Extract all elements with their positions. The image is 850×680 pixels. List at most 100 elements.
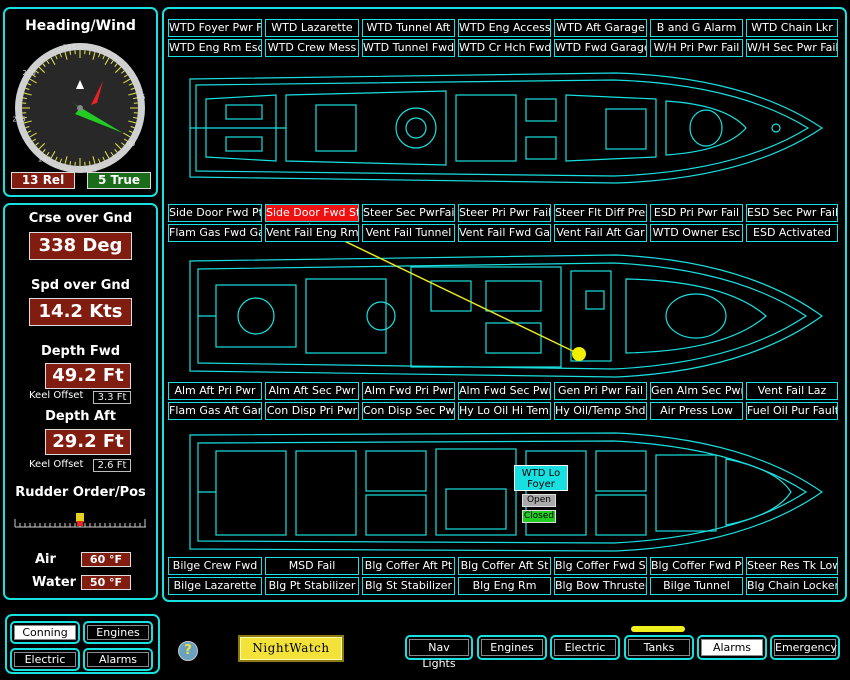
alarm-button[interactable]: MSD Fail <box>265 557 359 575</box>
alarm-button[interactable]: Steer Pri Pwr Fail <box>458 204 551 222</box>
alarm-button[interactable]: Bilge Crew Fwd <box>168 557 262 575</box>
alarm-button[interactable]: WTD Tunnel Aft <box>362 19 455 37</box>
compass-label: 315 <box>63 43 76 51</box>
alarm-button[interactable]: WTD Lazarette <box>265 19 359 37</box>
bottom-nav-button[interactable]: Tanks <box>624 635 694 660</box>
alarm-button[interactable]: Con Disp Pri Pwr <box>265 402 359 420</box>
alarm-button[interactable]: Con Disp Sec Pwr <box>362 402 455 420</box>
alarm-button[interactable]: Alm Aft Sec Pwr <box>265 382 359 400</box>
alarm-button[interactable]: Blg Chain Locker <box>746 577 838 595</box>
left-nav-button-label: Electric <box>14 652 76 667</box>
rudder-gauge <box>14 513 146 528</box>
true-wind-value: 5 True <box>87 172 151 189</box>
bottom-nav-button-label: Tanks <box>628 639 690 656</box>
upper-deck-plan <box>189 72 824 184</box>
alarm-button[interactable]: Bilge Tunnel <box>650 577 743 595</box>
compass-label: 90 <box>126 140 135 148</box>
alarm-button[interactable]: Gen Pri Pwr Fail <box>554 382 647 400</box>
compass-label: 270 <box>23 69 36 77</box>
alarm-button[interactable]: WTD Owner Esc <box>650 224 743 242</box>
alarm-button[interactable]: Vent Fail Fwd Gar <box>458 224 551 242</box>
bottom-nav-button[interactable]: Emergency <box>770 635 840 660</box>
left-nav-button[interactable]: Conning <box>10 621 80 644</box>
keel-offset-fwd-value: 3.3 Ft <box>93 391 131 404</box>
alarm-button[interactable]: Vent Fail Tunnel <box>362 224 455 242</box>
alarm-button[interactable]: Steer Sec PwrFail <box>362 204 455 222</box>
compass-label: 45 <box>137 94 146 102</box>
main-deck-plan <box>189 254 824 378</box>
rudder-title: Rudder Order/Pos <box>15 485 146 500</box>
alarm-button[interactable]: Blg Eng Rm <box>458 577 551 595</box>
alarm-button[interactable]: Steer Res Tk Low <box>746 557 838 575</box>
alarm-button[interactable]: Vent Fail Laz <box>746 382 838 400</box>
speed-title: Spd over Gnd <box>31 278 130 293</box>
bottom-nav-button[interactable]: Alarms <box>697 635 767 660</box>
alarm-button[interactable]: Alm Aft Pri Pwr <box>168 382 262 400</box>
wtd-open-indicator[interactable]: Open <box>522 494 556 507</box>
alarm-button[interactable]: Flam Gas Fwd Gar <box>168 224 262 242</box>
course-title: Crse over Gnd <box>28 211 133 226</box>
alarm-button[interactable]: Fuel Oil Pur Fault <box>746 402 838 420</box>
depth-aft-value: 29.2 Ft <box>45 429 131 455</box>
alarm-button[interactable]: Gen Alm Sec Pwr <box>650 382 743 400</box>
bottom-nav-button-label: Alarms <box>701 639 763 656</box>
alarm-button[interactable]: Air Press Low <box>650 402 743 420</box>
compass-label: 0 <box>113 54 117 62</box>
alarm-button[interactable]: Flam Gas Aft Gar <box>168 402 262 420</box>
alarm-button[interactable]: WTD Tunnel Fwd <box>362 39 455 57</box>
nightwatch-logo: NightWatch <box>238 635 344 662</box>
alarm-button[interactable]: Blg St Stabilizer <box>362 577 455 595</box>
alarm-button[interactable]: Blg Bow Thruster <box>554 577 647 595</box>
alarm-button[interactable]: Alm Fwd Sec Pwr <box>458 382 551 400</box>
alarm-button[interactable]: ESD Activated <box>746 224 838 242</box>
alarm-button[interactable]: Blg Coffer Fwd St <box>554 557 647 575</box>
alarm-button[interactable]: B and G Alarm <box>650 19 743 37</box>
bottom-nav-button[interactable]: Nav Lights <box>405 635 473 670</box>
depth-aft-title: Depth Aft <box>45 409 116 424</box>
course-value: 338 Deg <box>29 232 132 260</box>
alarm-button[interactable]: WTD Foyer Pwr Fl <box>168 19 262 37</box>
compass-label: 135 <box>84 166 97 174</box>
alarm-button[interactable]: Blg Pt Stabilizer <box>265 577 359 595</box>
alarm-button[interactable]: Hy Lo Oil Hi Temp <box>458 402 551 420</box>
bottom-nav-button-label: Electric <box>554 639 616 656</box>
keel-offset-fwd-label: Keel Offset <box>29 390 84 401</box>
bottom-nav-button[interactable]: Engines <box>477 635 547 660</box>
bottom-nav-button-label: Engines <box>481 639 543 656</box>
alarm-button[interactable]: WTD Crew Mess <box>265 39 359 57</box>
alarm-button[interactable]: W/H Pri Pwr Fail <box>650 39 743 57</box>
alarm-button[interactable]: WTD Fwd Garage <box>554 39 647 57</box>
alarm-button[interactable]: Bilge Lazarette <box>168 577 262 595</box>
left-nav-button[interactable]: Engines <box>83 621 153 644</box>
wtd-popup: WTD Lo Foyer <box>514 465 568 491</box>
alarm-button[interactable]: WTD Chain Lkr <box>746 19 838 37</box>
alarm-button[interactable]: Vent Fail Eng Rm <box>265 224 359 242</box>
alarm-button[interactable]: ESD Sec Pwr Fail <box>746 204 838 222</box>
speed-value: 14.2 Kts <box>29 298 132 326</box>
alarm-button[interactable]: WTD Eng Rm Esc <box>168 39 262 57</box>
alarm-button[interactable]: WTD Aft Garage <box>554 19 647 37</box>
wind-arrow-green <box>73 103 123 133</box>
rel-wind-value: 13 Rel <box>11 172 75 189</box>
help-button[interactable]: ? <box>178 641 198 661</box>
left-nav-button[interactable]: Alarms <box>83 648 153 671</box>
alarm-button[interactable]: Alm Fwd Pri Pwr <box>362 382 455 400</box>
alarm-button[interactable]: W/H Sec Pwr Fail <box>746 39 838 57</box>
alarm-button[interactable]: Hy Oil/Temp Shdn <box>554 402 647 420</box>
alarm-button[interactable]: Vent Fail Aft Gar <box>554 224 647 242</box>
keel-offset-aft-label: Keel Offset <box>29 459 84 470</box>
alarm-button[interactable]: ESD Pri Pwr Fail <box>650 204 743 222</box>
alarm-button[interactable]: Steer Flt Diff Pres <box>554 204 647 222</box>
alarm-button[interactable]: WTD Cr Hch Fwd <box>458 39 551 57</box>
alarm-button[interactable]: Blg Coffer Aft St <box>458 557 551 575</box>
compass-label: 225 <box>13 115 26 123</box>
alarm-button[interactable]: Blg Coffer Fwd Pt <box>650 557 743 575</box>
alarm-button[interactable]: Side Door Fwd Pt <box>168 204 262 222</box>
left-nav-button[interactable]: Electric <box>10 648 80 671</box>
wtd-closed-indicator[interactable]: Closed <box>522 510 556 523</box>
alarm-button[interactable]: WTD Eng Access <box>458 19 551 37</box>
alarm-button[interactable]: Side Door Fwd St <box>265 204 359 222</box>
alarm-button[interactable]: Blg Coffer Aft Pt <box>362 557 455 575</box>
bottom-nav-button[interactable]: Electric <box>550 635 620 660</box>
